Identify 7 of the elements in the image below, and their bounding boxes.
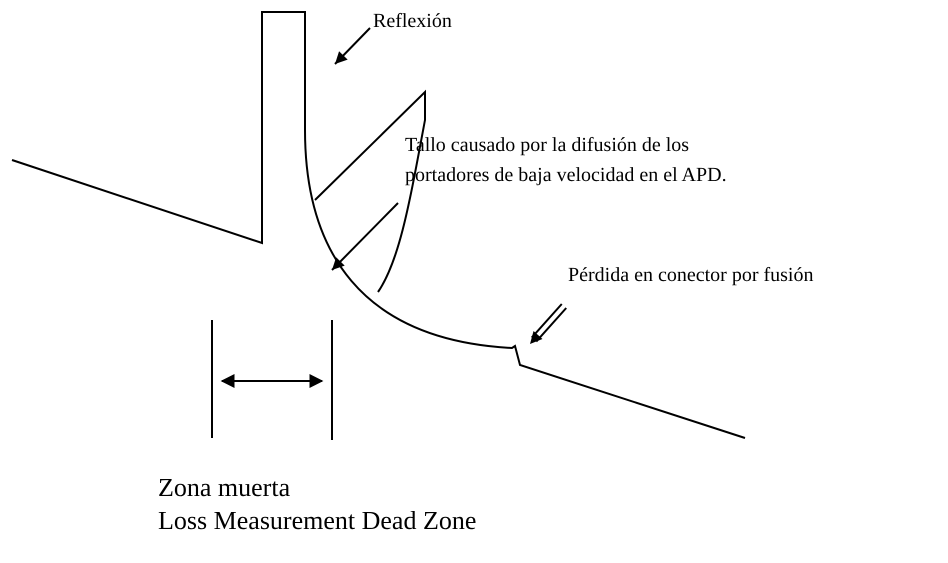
- caption-text: Zona muerta: [158, 472, 290, 504]
- callout-text: Pérdida en conector por fusión: [568, 260, 938, 290]
- caption-text: Loss Measurement Dead Zone: [158, 505, 476, 537]
- leader-line: [334, 27, 371, 65]
- callout-text: Reflexión: [373, 6, 533, 36]
- leader-line: [530, 303, 567, 344]
- leader-line: [331, 202, 399, 271]
